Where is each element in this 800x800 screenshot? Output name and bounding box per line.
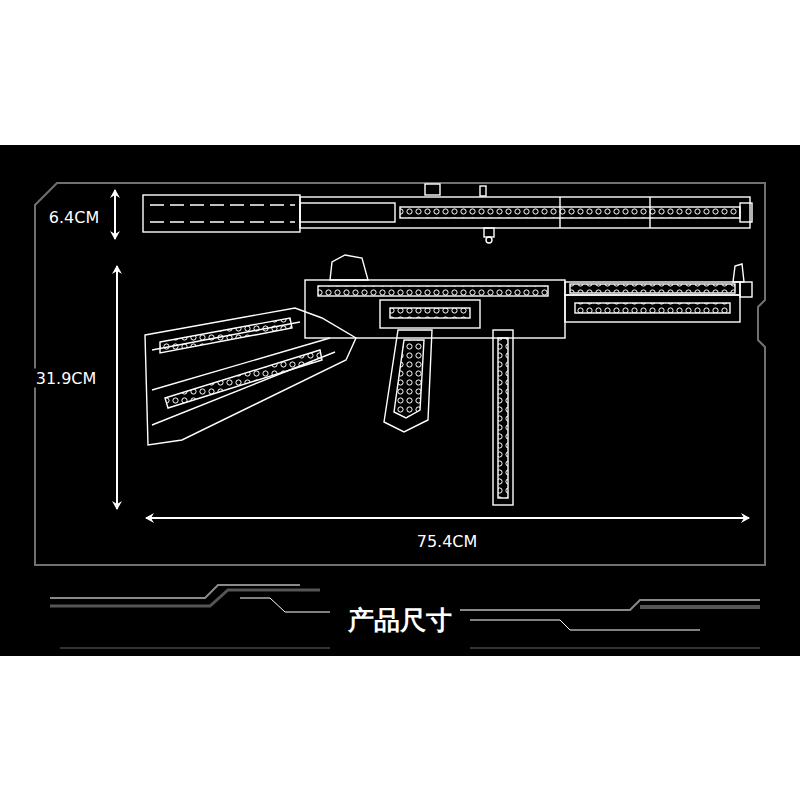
background-band xyxy=(0,145,800,656)
dimension-label: 6.4CM xyxy=(46,208,102,227)
side-view xyxy=(145,255,752,505)
dimension-arrows xyxy=(115,190,749,518)
dimension-label: 75.4CM xyxy=(414,532,481,551)
section-title: 产品尺寸 xyxy=(345,603,455,638)
decor-lines xyxy=(50,585,760,648)
top-view xyxy=(143,184,752,243)
frame-outline xyxy=(35,183,765,565)
dimension-label: 31.9CM xyxy=(33,369,100,388)
